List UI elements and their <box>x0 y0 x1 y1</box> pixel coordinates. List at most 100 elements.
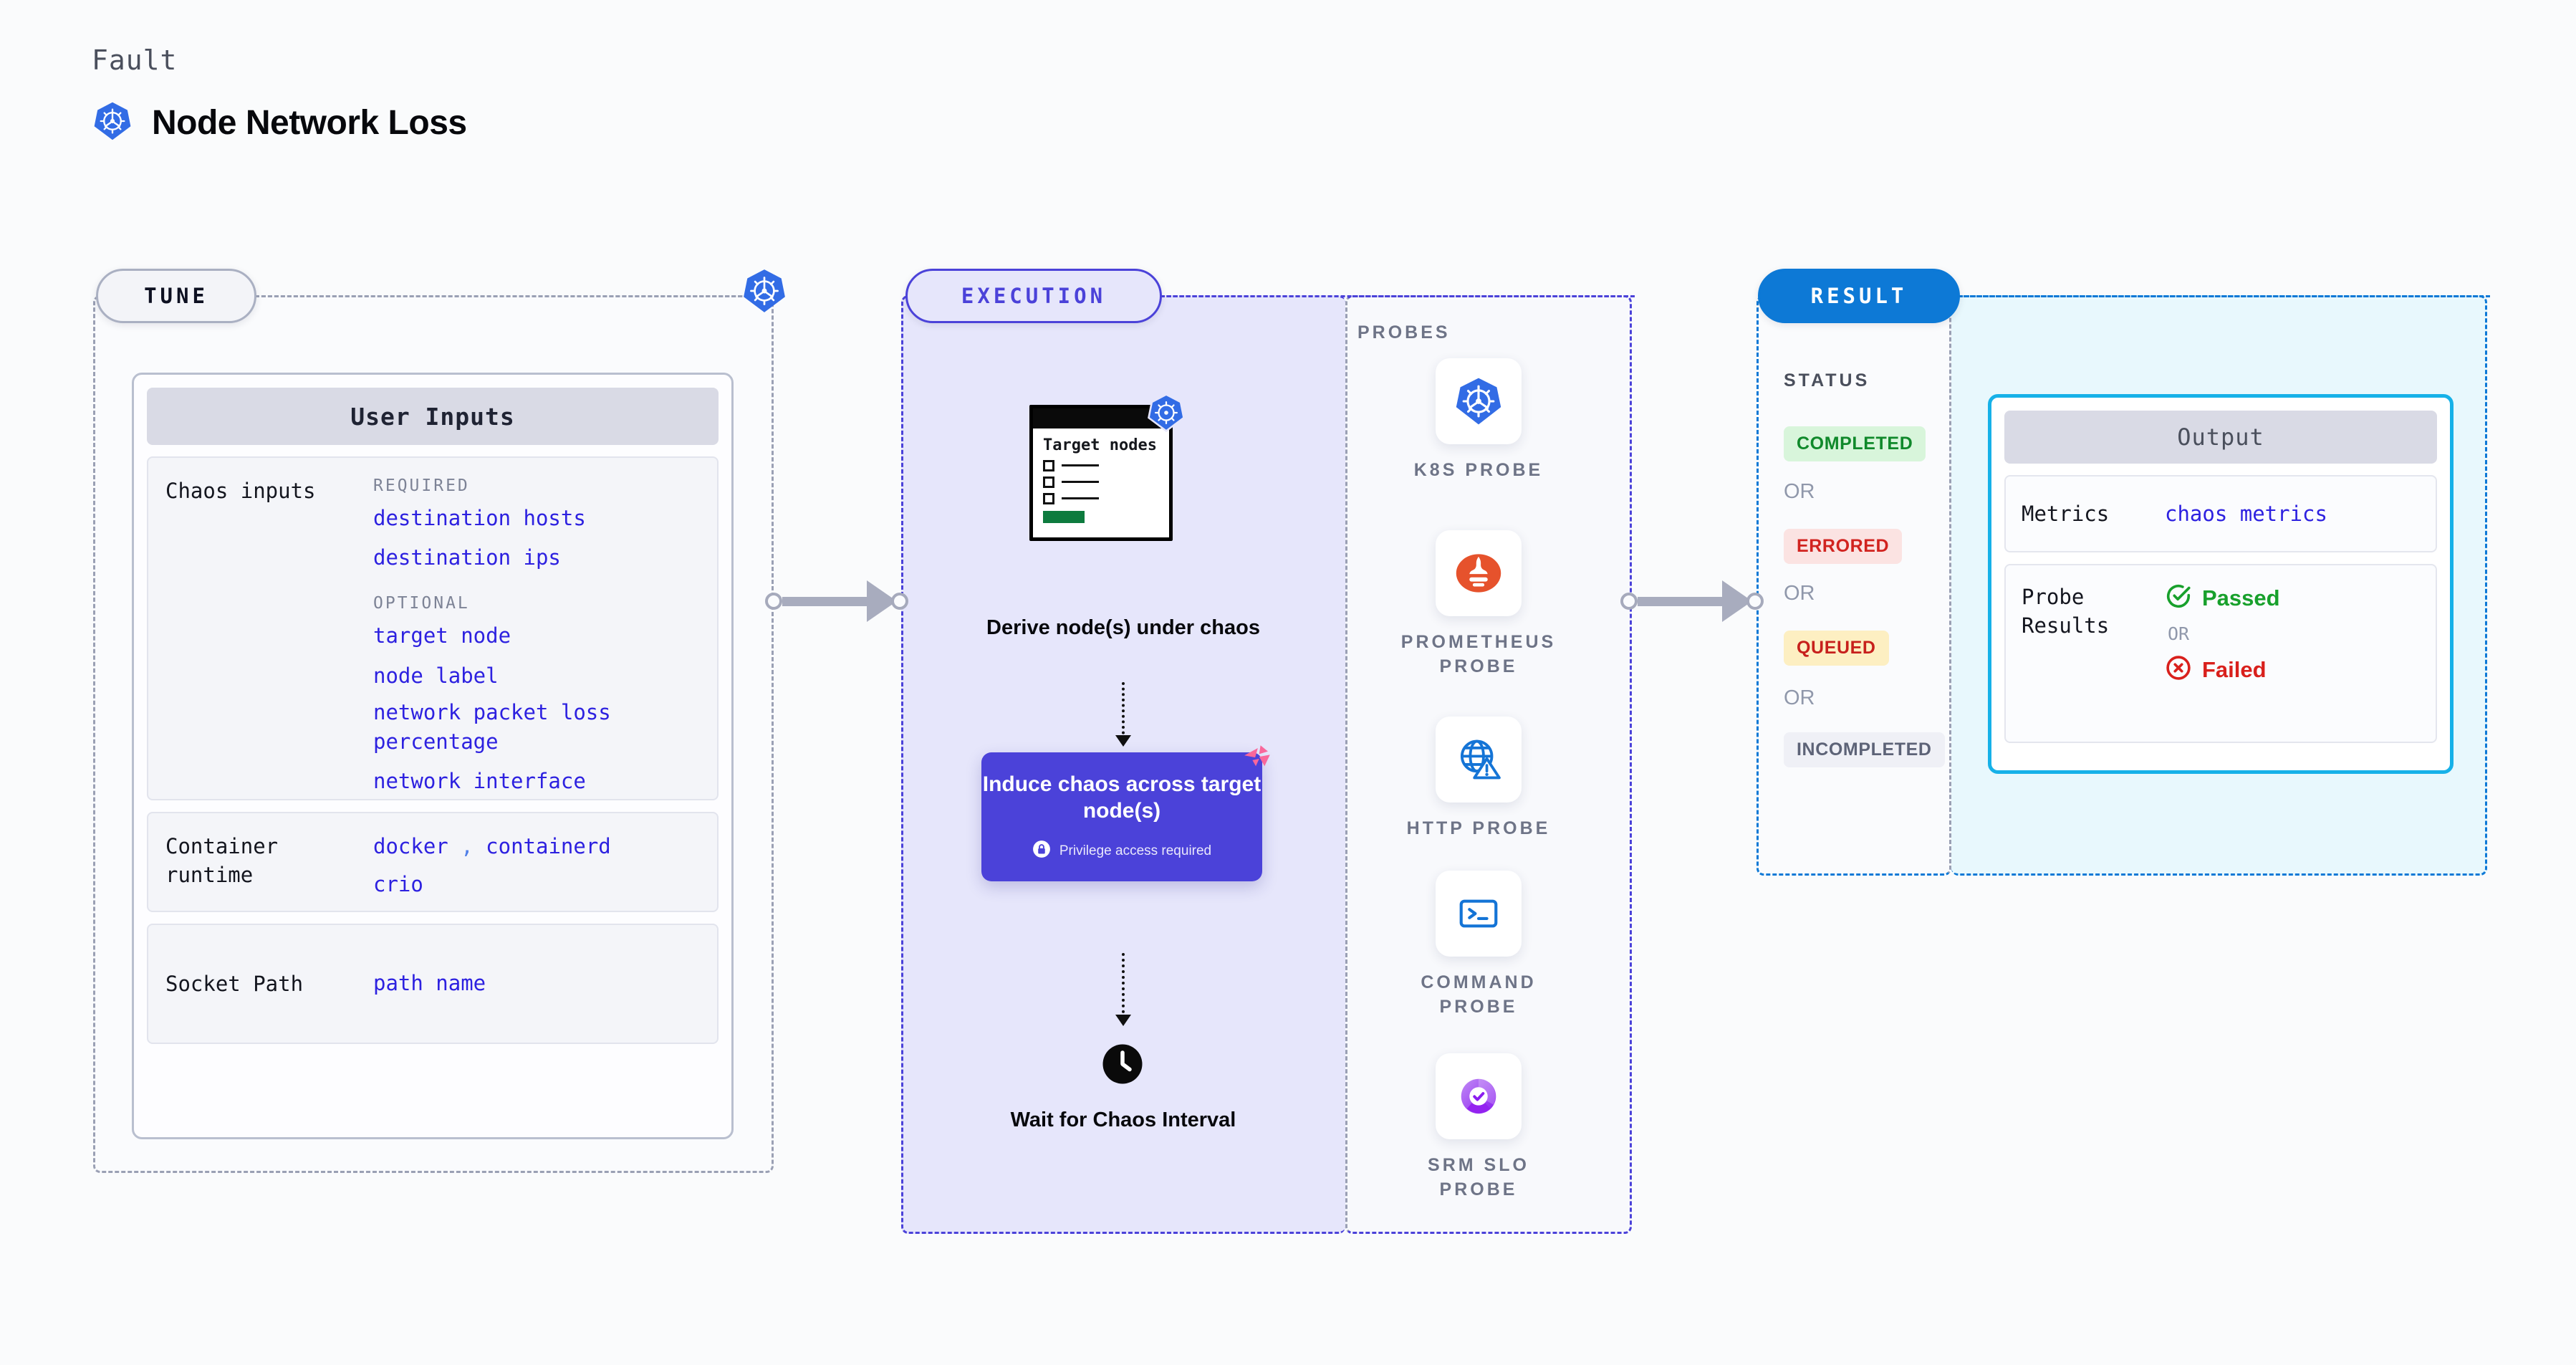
lock-icon <box>1032 840 1051 862</box>
harness-logo-icon <box>1235 737 1278 783</box>
terminal-icon <box>1436 871 1522 957</box>
input-value[interactable]: docker <box>373 834 448 858</box>
card-body: Target nodes <box>1033 428 1169 523</box>
row-label: Probe Results <box>2022 585 2110 638</box>
probe-result-failed: Failed <box>2165 654 2280 685</box>
page-header: Fault <box>92 44 467 145</box>
probe-name: PROMETHEUS PROBE <box>1400 632 1557 676</box>
passed-label: Passed <box>2202 585 2280 610</box>
target-nodes-title: Target nodes <box>1043 436 1157 454</box>
output-row-metrics: Metrics chaos metrics <box>2004 475 2437 552</box>
probe-name: SRM SLO PROBE <box>1428 1155 1529 1199</box>
status-or-label: OR <box>1784 686 1815 709</box>
status-badge-completed: COMPLETED <box>1784 426 1926 461</box>
connector-dot <box>765 593 782 610</box>
output-title: Output <box>2004 411 2437 464</box>
probe-name: HTTP PROBE <box>1406 818 1551 838</box>
kubernetes-icon <box>741 267 788 318</box>
connector-dot <box>1746 593 1764 610</box>
flow-arrow <box>1115 953 1131 1026</box>
prometheus-icon <box>1436 530 1522 616</box>
checklist-item <box>1043 459 1159 471</box>
chaos-inputs-row: Chaos inputs REQUIRED destination hosts … <box>147 456 719 800</box>
probe-result-passed: Passed <box>2165 583 2280 613</box>
execution-lead-line <box>1160 295 1635 297</box>
input-value[interactable]: path name <box>373 971 486 996</box>
container-runtime-row: Container runtime docker , containerd cr… <box>147 812 719 912</box>
probe-item-http[interactable]: HTTP PROBE <box>1393 717 1565 841</box>
section-pill-result[interactable]: RESULT <box>1758 269 1960 323</box>
checklist-item <box>1043 492 1159 504</box>
connector-dot <box>891 593 908 610</box>
socket-path-row: Socket Path path name <box>147 924 719 1044</box>
checkbox-icon <box>1043 476 1054 488</box>
section-pill-tune[interactable]: TUNE <box>96 269 256 323</box>
flow-arrow <box>1115 682 1131 747</box>
x-circle-icon <box>2165 654 2192 685</box>
title-row: Node Network Loss <box>92 100 467 145</box>
connector-line <box>782 596 868 606</box>
input-value[interactable]: destination ips <box>373 545 561 570</box>
status-label: STATUS <box>1784 370 1870 391</box>
kubernetes-icon <box>1146 393 1186 436</box>
probe-result-or: OR <box>2168 623 2190 644</box>
user-inputs-title: User Inputs <box>147 388 719 445</box>
card-titlebar <box>1033 408 1169 428</box>
tune-lead-line <box>255 295 742 297</box>
result-lead-line <box>1957 295 2490 297</box>
runtime-values-line: docker , containerd <box>373 832 700 861</box>
failed-label: Failed <box>2202 656 2267 682</box>
induce-chaos-title: Induce chaos across target node(s) <box>982 772 1261 823</box>
induce-chaos-step[interactable]: Induce chaos across target node(s) Privi… <box>981 745 1270 881</box>
row-label: Socket Path <box>165 971 304 996</box>
target-nodes-card: Target nodes <box>1029 393 1185 541</box>
rule-line <box>1062 464 1099 467</box>
input-value[interactable]: network interface <box>373 769 586 794</box>
input-value[interactable]: crio <box>373 872 423 897</box>
connector-dot <box>1620 593 1638 610</box>
row-label: Container runtime <box>165 834 279 888</box>
input-value[interactable]: containerd <box>486 834 611 858</box>
checkbox-icon <box>1043 492 1054 504</box>
status-badge-errored: ERRORED <box>1784 529 1903 564</box>
slo-gauge-icon <box>1436 1053 1522 1139</box>
input-value[interactable]: node label <box>373 663 499 688</box>
checklist-item <box>1043 476 1159 488</box>
input-value[interactable]: target node <box>373 623 511 648</box>
group-title-optional: OPTIONAL <box>373 594 470 613</box>
page-title: Node Network Loss <box>152 104 467 142</box>
progress-bar <box>1043 510 1085 523</box>
status-or-label: OR <box>1784 582 1815 605</box>
status-region <box>1756 295 1951 876</box>
privilege-badge: Privilege access required <box>1032 840 1211 862</box>
probe-item-k8s[interactable]: K8S PROBE <box>1393 358 1565 483</box>
probe-item-prometheus[interactable]: PROMETHEUS PROBE <box>1393 530 1565 679</box>
connector-execution-to-result <box>1620 580 1764 622</box>
row-label: Chaos inputs <box>165 479 316 503</box>
group-title-required: REQUIRED <box>373 476 470 495</box>
probe-item-srm-slo[interactable]: SRM SLO PROBE <box>1393 1053 1565 1202</box>
row-label: Metrics <box>2022 501 2110 526</box>
check-circle-icon <box>2165 583 2192 613</box>
step-caption-wait: Wait for Chaos Interval <box>1010 1108 1236 1131</box>
probes-label: PROBES <box>1357 322 1451 343</box>
probe-item-command[interactable]: COMMAND PROBE <box>1393 871 1565 1020</box>
section-pill-execution[interactable]: EXECUTION <box>905 269 1162 323</box>
privilege-badge-text: Privilege access required <box>1059 843 1212 858</box>
user-inputs-card: User Inputs Chaos inputs REQUIRED destin… <box>132 373 734 1139</box>
globe-warning-icon <box>1436 717 1522 803</box>
probe-name: COMMAND PROBE <box>1421 972 1537 1017</box>
probe-name: K8S PROBE <box>1413 460 1544 480</box>
clock-icon <box>1101 1043 1144 1089</box>
kubernetes-icon <box>92 100 133 145</box>
output-row-probe-results: Probe Results Passed OR <box>2004 564 2437 743</box>
metrics-value[interactable]: chaos metrics <box>2165 502 2327 526</box>
input-value[interactable]: network packet loss percentage <box>373 699 611 754</box>
fault-kicker: Fault <box>92 44 178 76</box>
step-caption-derive: Derive node(s) under chaos <box>986 616 1260 639</box>
value-separator: , <box>461 834 474 858</box>
input-value[interactable]: destination hosts <box>373 506 586 530</box>
connector-line <box>1638 596 1724 606</box>
rule-line <box>1062 481 1099 484</box>
connector-tune-to-execution <box>765 580 908 622</box>
